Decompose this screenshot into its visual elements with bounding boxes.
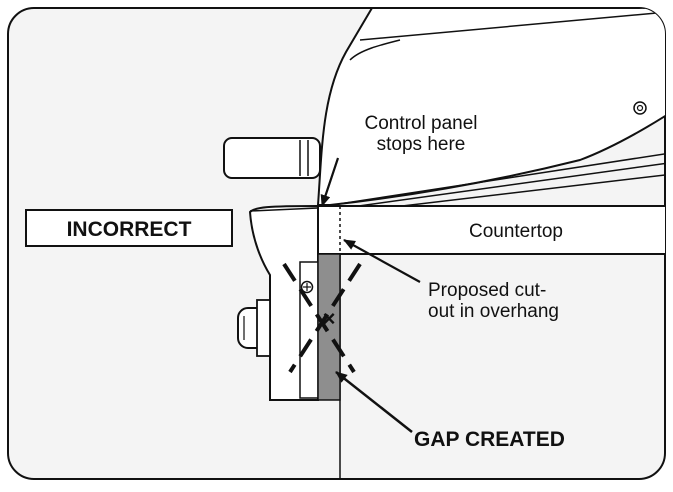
arrow-icon [343, 239, 421, 283]
cross-mark-icon: × [282, 262, 362, 374]
knob-icon [237, 299, 271, 357]
incorrect-label-box [25, 209, 233, 247]
arrow-icon [335, 371, 413, 433]
countertop-label: Countertop [469, 221, 563, 242]
screw-icon [300, 280, 314, 294]
lid-screw-icon [633, 101, 647, 115]
incorrect-label: INCORRECT [67, 218, 192, 241]
proposed-cutout-label-line1: Proposed cut- [428, 280, 546, 301]
lid-handle [223, 137, 321, 179]
control-panel-label-line2: stops here [377, 134, 466, 155]
countertop [317, 205, 665, 255]
control-panel-label-line1: Control panel [364, 113, 477, 134]
svg-text:×: × [323, 306, 336, 331]
gap-created-label: GAP CREATED [414, 428, 565, 451]
grill-lid [316, 8, 665, 206]
arrow-icon [320, 157, 340, 207]
proposed-cutout-label-line2: out in overhang [428, 301, 559, 322]
